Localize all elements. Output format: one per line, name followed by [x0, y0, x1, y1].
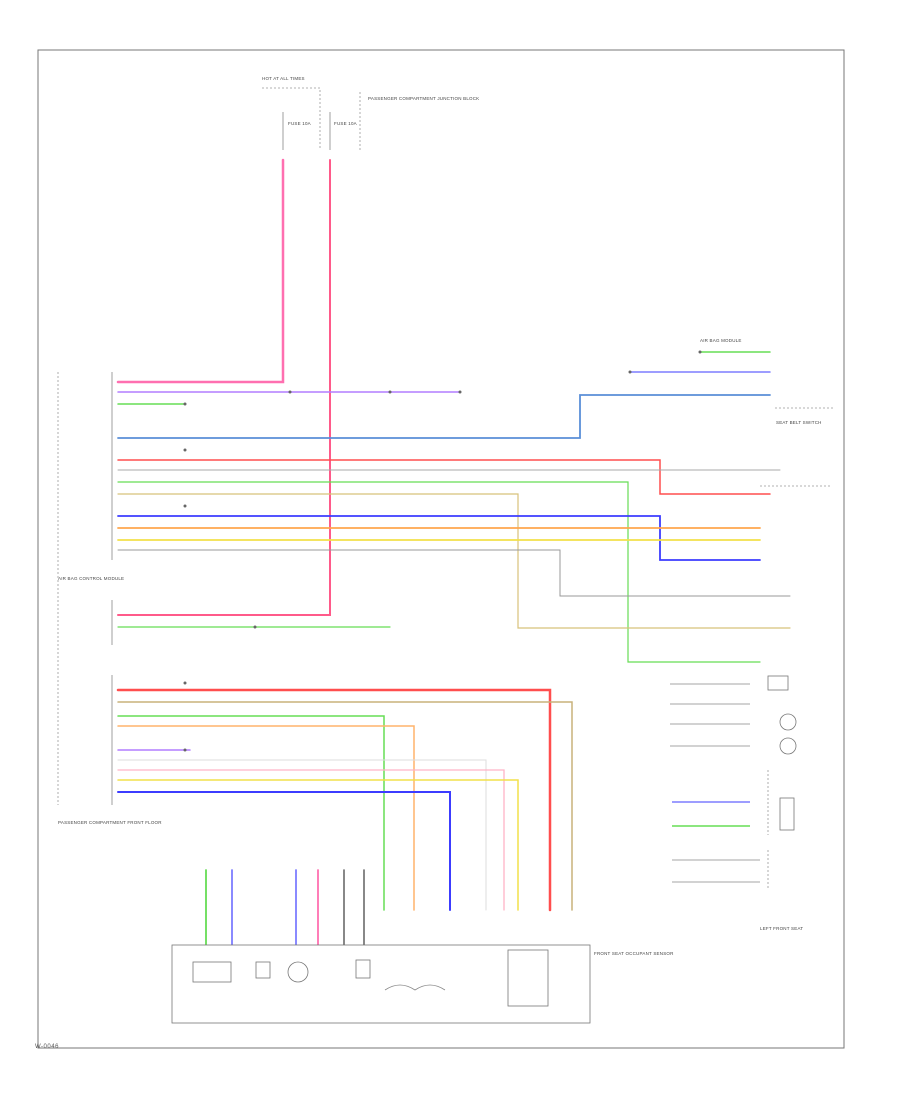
- wire-violet-mid: [117, 515, 761, 561]
- marker: [253, 625, 257, 629]
- right-mid-module-label: SEAT BELT SWITCH: [776, 420, 822, 425]
- wire-gray-bottom: [117, 759, 487, 911]
- belt-tensioner-bottom: [779, 737, 797, 755]
- marker: [288, 390, 292, 394]
- bottom-components: FRONT SEAT OCCUPANT SENSOR: [171, 944, 674, 1024]
- right-bottom-module-label: LEFT FRONT SEAT: [760, 926, 803, 931]
- fuse1-label: FUSE 10A: [288, 121, 311, 126]
- marker: [183, 748, 187, 752]
- pass-airbag-circle: [287, 961, 309, 983]
- bottom-coil: [384, 984, 446, 991]
- junction-label: PASSENGER COMPARTMENT JUNCTION BLOCK: [368, 96, 479, 101]
- wire-orange-bottom: [117, 725, 415, 911]
- wire-tan-bottom: [117, 701, 573, 911]
- junction-block: HOT AT ALL TIMES PASSENGER COMPARTMENT J…: [262, 76, 479, 150]
- marker: [698, 350, 702, 354]
- wires: [116, 158, 791, 946]
- left-top-module-label: AIR BAG CONTROL MODULE: [58, 576, 124, 581]
- diagram-code: W-0046: [35, 1044, 59, 1050]
- right-top-label: AIR BAG MODULE: [700, 338, 742, 343]
- side-sensor-box: [355, 959, 371, 979]
- wire-lightgreen-bottom: [117, 715, 385, 911]
- wire-pink-bottom: [117, 769, 505, 911]
- junction-dash: [262, 87, 321, 150]
- wire-red-bottom: [116, 688, 552, 912]
- fuse-label: HOT AT ALL TIMES: [262, 76, 305, 81]
- marker: [458, 390, 462, 394]
- belt-tensioner-top: [779, 713, 797, 731]
- side-impact-sensor: [779, 797, 795, 831]
- driver-airbag-box: [507, 949, 549, 1007]
- connector-markers: [183, 350, 702, 752]
- wire-red-mid: [117, 459, 771, 495]
- marker: [183, 681, 187, 685]
- right-connectors: [670, 683, 750, 747]
- pass-belt-box: [255, 961, 271, 979]
- right-components: AIR BAG MODULE SEAT BELT SWITCH LEFT FRO…: [670, 338, 835, 931]
- marker: [183, 448, 187, 452]
- marker: [183, 402, 187, 406]
- diagram-border: [37, 49, 845, 1049]
- left-module: AIR BAG CONTROL MODULE PASSENGER COMPART…: [57, 372, 162, 825]
- marker: [183, 504, 187, 508]
- front-seat-label: FRONT SEAT OCCUPANT SENSOR: [594, 951, 674, 956]
- wire-tan-mid: [117, 493, 791, 629]
- wire-lightgreen-mid: [117, 481, 761, 663]
- wire-yellow-bottom: [117, 779, 519, 911]
- wire-red-riser: [117, 159, 331, 616]
- right-bottom-connectors: [672, 859, 760, 883]
- marker: [628, 370, 632, 374]
- wire-gray-low: [117, 549, 791, 597]
- left-bottom-module-label: PASSENGER COMPARTMENT FRONT FLOOR: [58, 820, 162, 825]
- wire-blue-bottom: [117, 791, 451, 911]
- marker: [388, 390, 392, 394]
- seat-position-sensor: [767, 675, 789, 691]
- wire-blue-long: [117, 394, 771, 439]
- fuse2-label: FUSE 10A: [334, 121, 357, 126]
- fuse-stubs: [282, 112, 331, 150]
- wire-pink-riser: [116, 158, 285, 384]
- front-seat-sensor-box: [192, 961, 232, 983]
